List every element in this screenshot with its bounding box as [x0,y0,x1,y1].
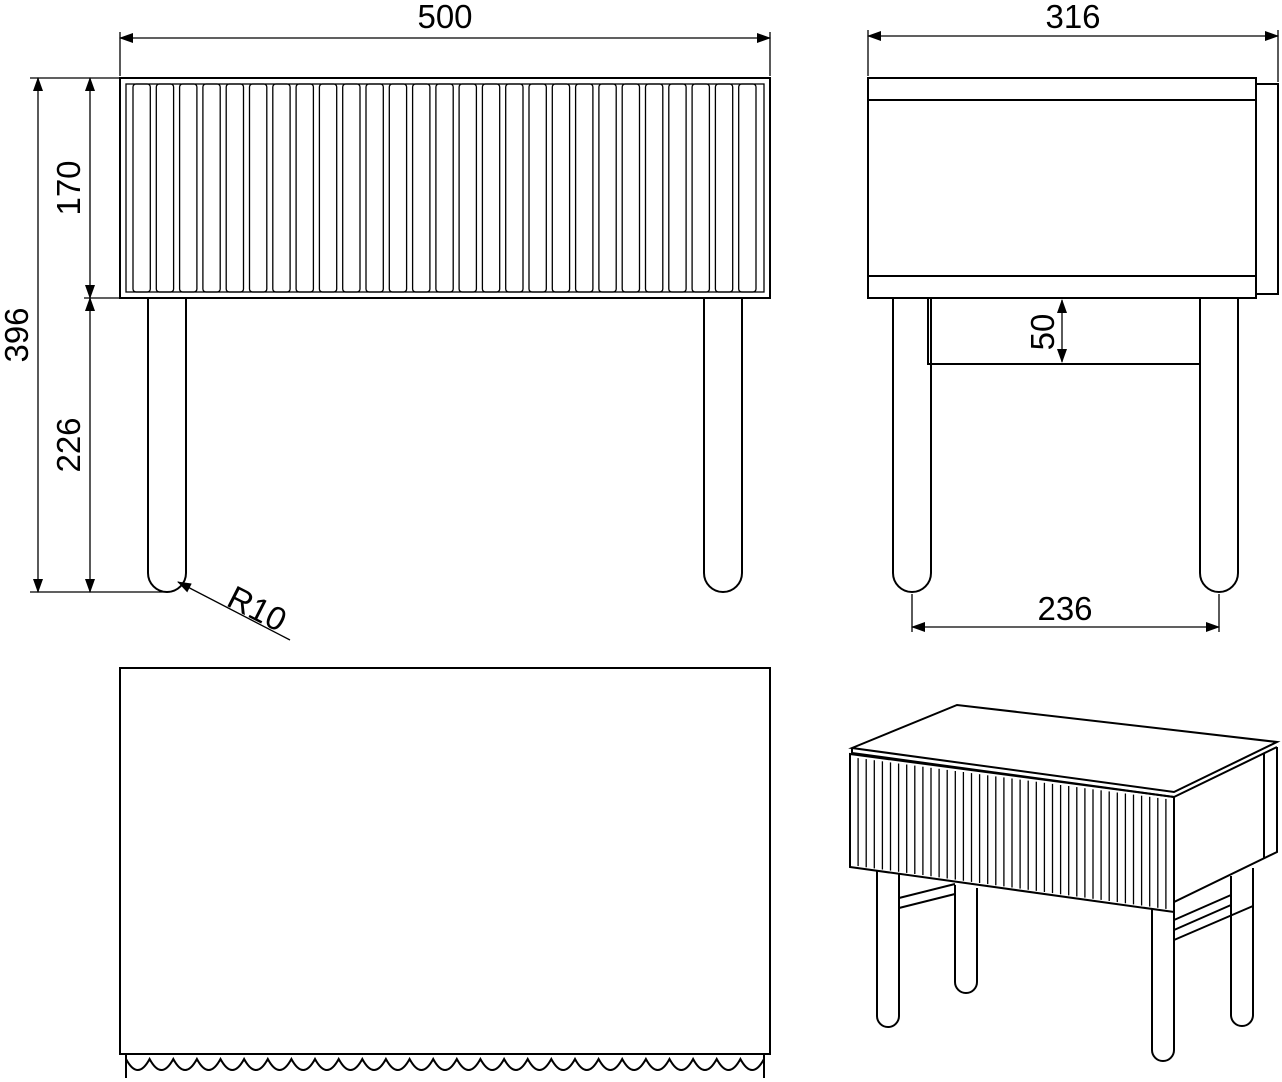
leg-spacing-label: 236 [1037,590,1092,627]
body-height-label: 170 [50,160,87,215]
flute [435,83,454,293]
flute [714,83,734,293]
flute [458,83,478,293]
flute [155,83,175,293]
flute [644,83,664,293]
flute [551,83,571,293]
iso-leg-back-left [954,885,978,994]
front-view [119,77,771,593]
shelf-height-dimension: 50 [1024,299,1067,363]
top-flute-edge [125,1056,765,1071]
flute [691,83,711,293]
top-surface [119,667,771,1055]
front-leg-left [147,298,187,593]
leg-radius-label: R10 [222,578,293,638]
flute [318,83,338,293]
flute [505,83,524,293]
side-body [867,77,1257,299]
iso-leg-front-right [1151,908,1175,1062]
flute [272,83,291,293]
flute [342,83,361,293]
flute [295,83,315,293]
side-leg-right [1199,298,1239,593]
iso-side-panel [1173,747,1278,904]
flute [598,83,617,293]
flute [528,83,547,293]
flute [225,83,245,293]
flute [365,83,384,293]
front-body [119,77,771,299]
front-flutes [132,83,757,293]
flute [668,83,687,293]
leg-spacing-dimension: 236 [911,590,1220,632]
iso-leg-front-left [876,870,900,1028]
iso-stretcher-left [898,883,956,909]
side-depth-dimension: 316 [867,0,1279,82]
side-leg-left [892,298,932,593]
leg-radius-callout: R10 [177,578,293,641]
flute [388,83,408,293]
flute [248,83,268,293]
side-view [867,77,1279,593]
iso-top [848,703,1281,794]
flute [411,83,431,293]
side-depth-label: 316 [1045,0,1100,35]
total-height-dimension: 396 [0,77,170,593]
flute [574,83,594,293]
flute [202,83,221,293]
iso-flutes [857,758,1167,909]
front-width-label: 500 [417,0,472,35]
iso-leg-back-right [1230,868,1254,1027]
flute [481,83,501,293]
total-height-label: 396 [0,307,35,362]
shelf-height-label: 50 [1024,314,1061,351]
isometric-view [848,703,1281,1062]
flute [132,83,151,293]
front-leg-right [703,298,743,593]
iso-stretcher-right [1173,894,1254,941]
flute [621,83,641,293]
body-height-dimension: 170 [50,77,120,299]
flute [738,83,757,293]
leg-height-dimension: 226 [50,297,95,593]
side-drawer-front [1256,83,1279,295]
front-width-dimension: 500 [119,0,771,76]
flute [178,83,198,293]
side-shelf [927,297,1201,365]
leg-height-label: 226 [50,417,87,472]
top-view [119,667,771,1078]
